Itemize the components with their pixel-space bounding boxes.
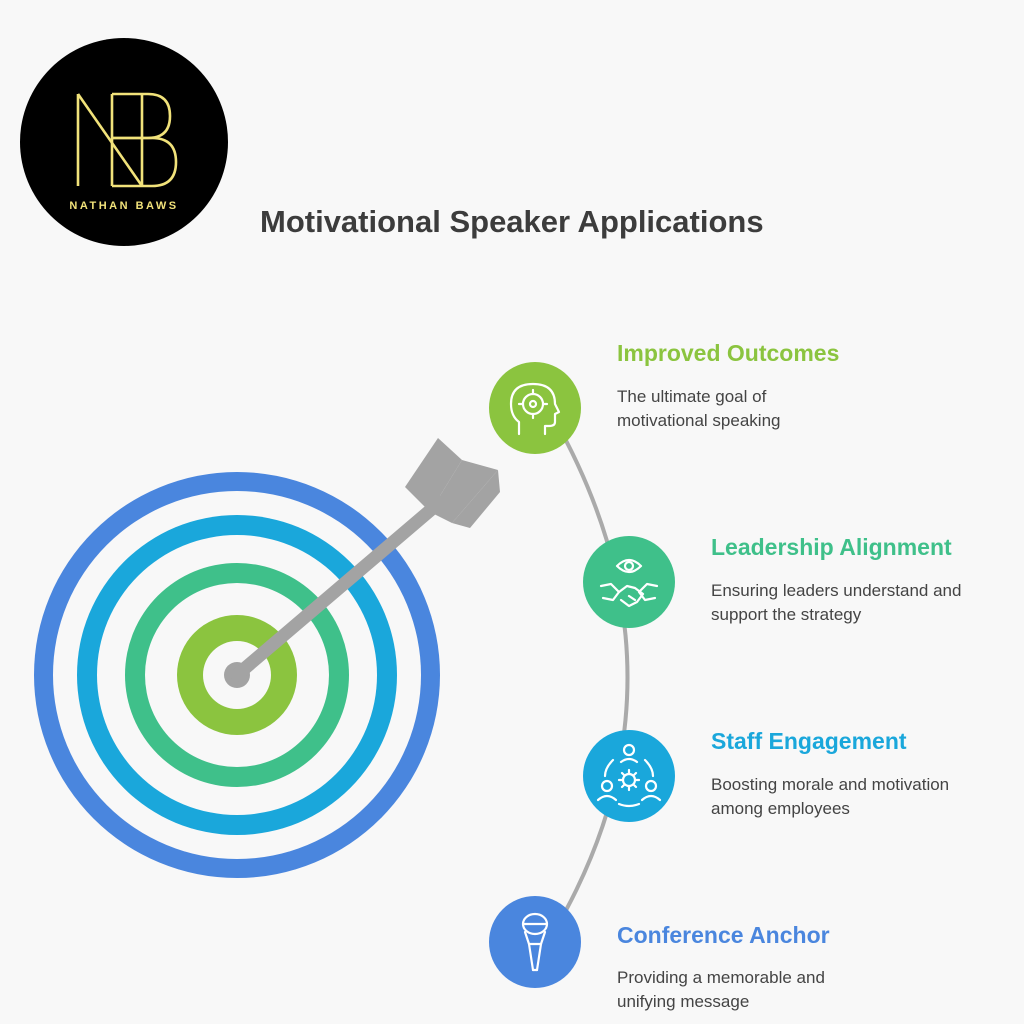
head-target-icon	[509, 382, 561, 436]
logo-caption: NATHAN BAWS	[69, 200, 179, 212]
staff-engagement-badge	[583, 730, 675, 822]
item-title-leadership-alignment: Leadership Alignment	[711, 534, 952, 560]
connector-arc	[553, 419, 630, 932]
improved-outcomes-badge	[489, 362, 581, 454]
item-title-conference-anchor: Conference Anchor	[617, 922, 830, 948]
item-desc-staff-engagement: Boosting morale and motivation among emp…	[711, 775, 950, 818]
nathan-baws-logo: NATHAN BAWS	[20, 38, 228, 246]
item-desc-improved-outcomes: The ultimate goal of motivational speaki…	[617, 387, 781, 430]
item-desc-leadership-alignment: Ensuring leaders understand and support …	[711, 581, 962, 624]
microphone-icon	[521, 912, 549, 972]
leadership-alignment-badge	[583, 536, 675, 628]
nb-monogram-icon	[76, 92, 178, 188]
item-title-improved-outcomes: Improved Outcomes	[617, 340, 840, 366]
team-gear-icon	[596, 743, 662, 808]
eye-handshake-icon	[599, 558, 659, 608]
page-title: Motivational Speaker Applications	[260, 204, 764, 239]
item-title-staff-engagement: Staff Engagement	[711, 728, 907, 754]
conference-anchor-badge	[489, 896, 581, 988]
arrow-icon	[224, 438, 500, 688]
item-desc-conference-anchor: Providing a memorable and unifying messa…	[617, 968, 825, 1011]
